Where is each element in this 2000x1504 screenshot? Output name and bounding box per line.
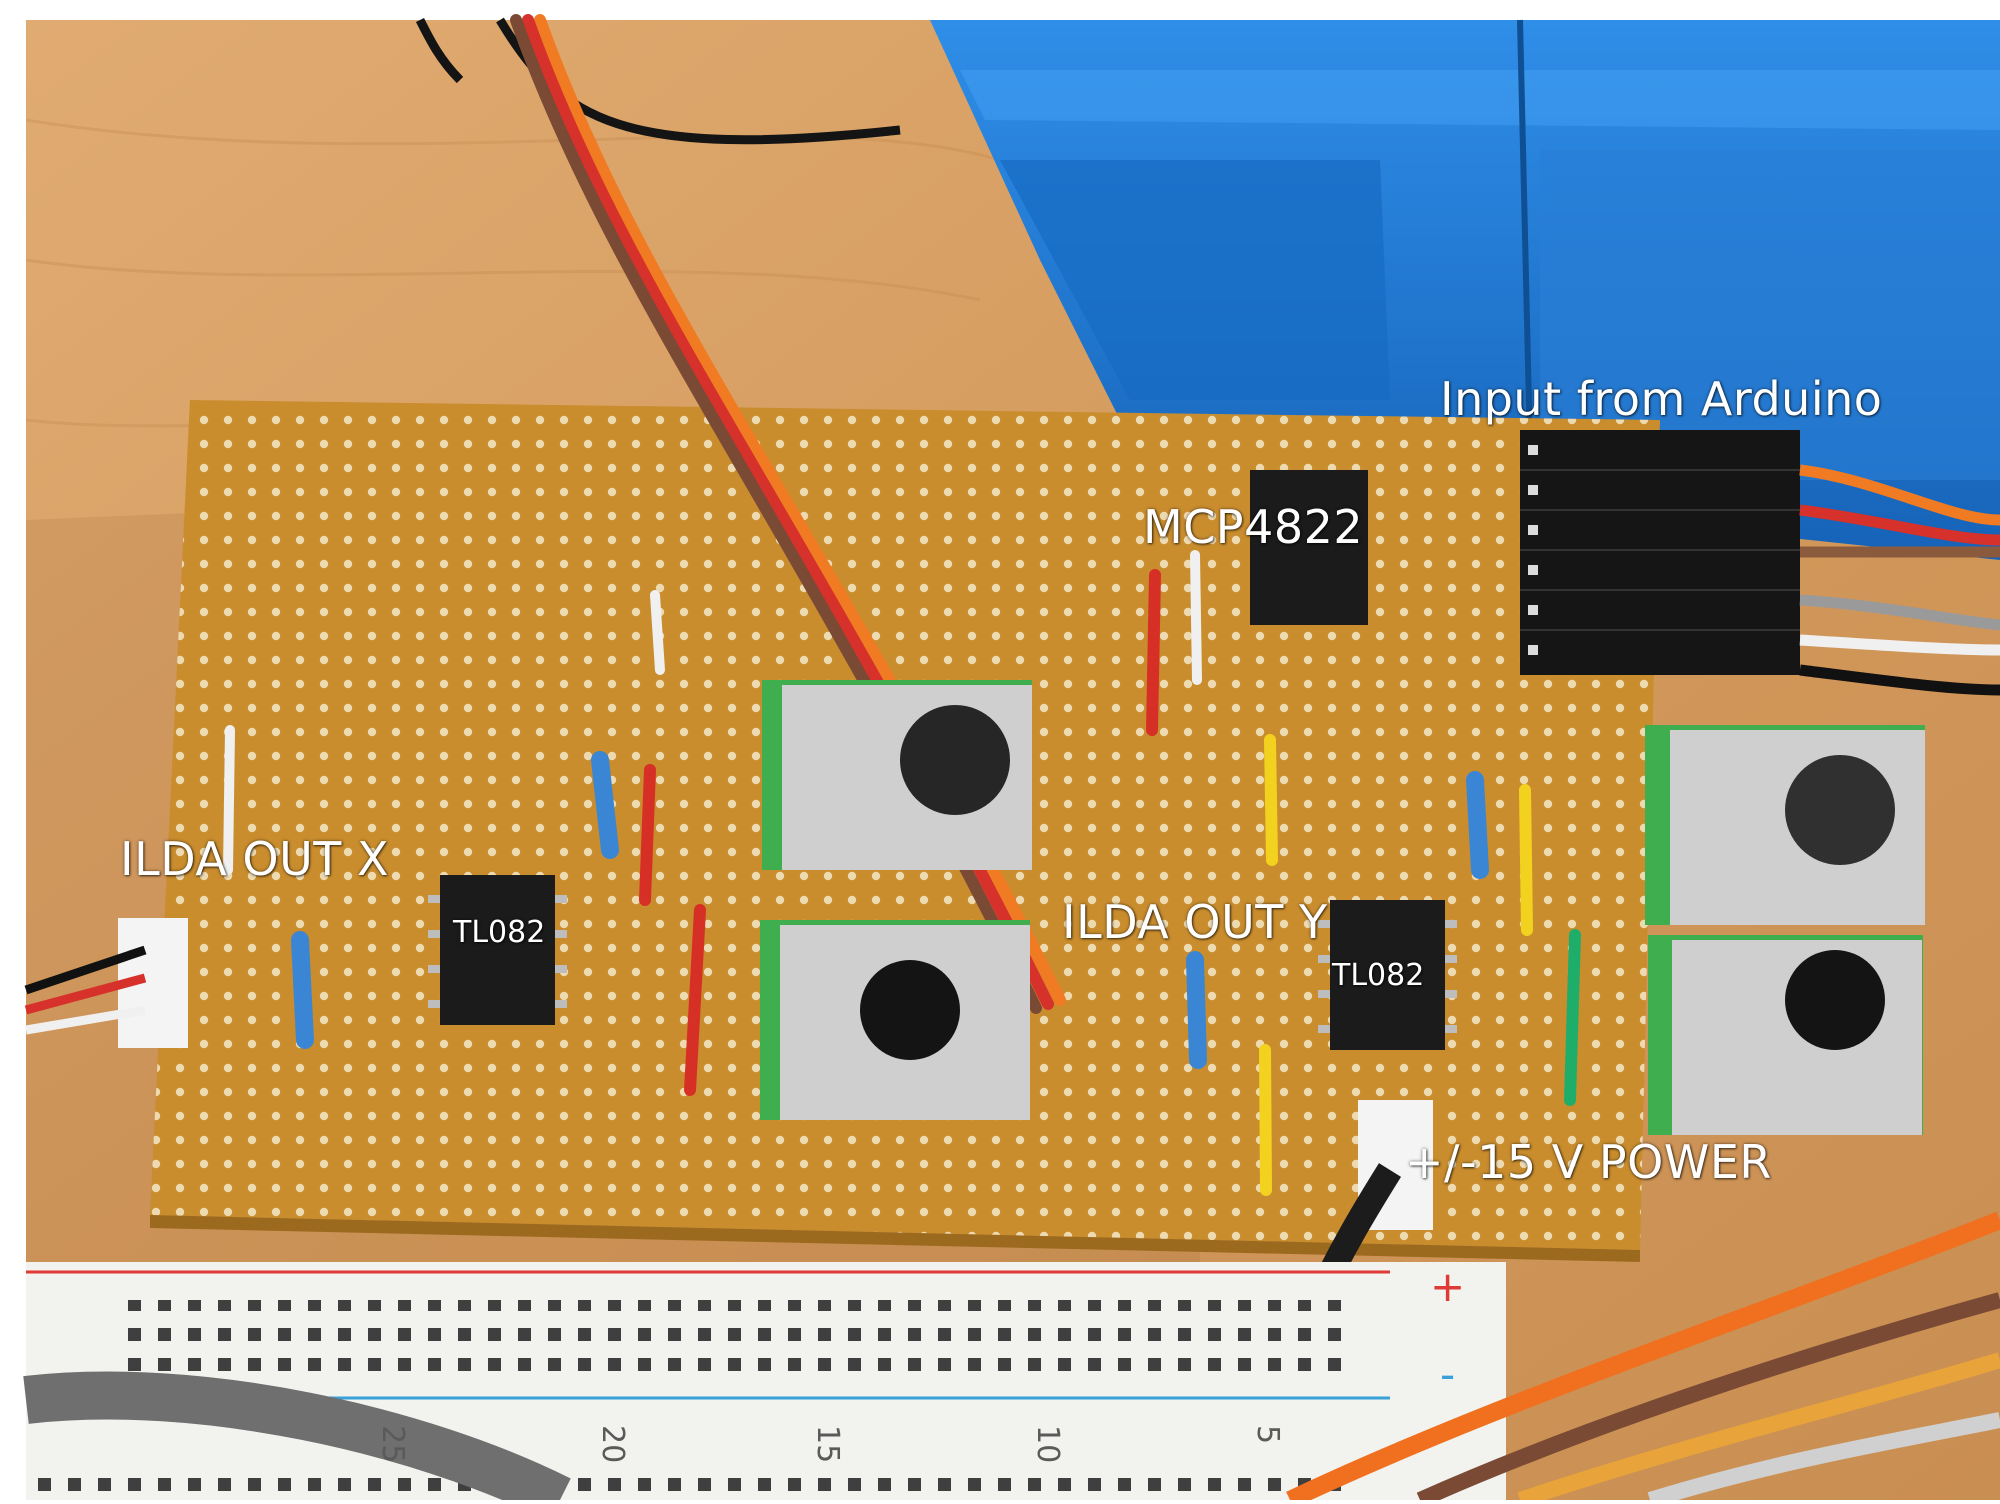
- blue-box: [930, 19, 2000, 560]
- label-power: +/-15 V POWER: [1405, 1135, 1772, 1189]
- label-input-from-arduino: Input from Arduino: [1440, 372, 1883, 426]
- mcp4822-chip: [1250, 470, 1368, 625]
- label-tl082-left: TL082: [453, 915, 546, 950]
- breadboard-number: 20: [595, 1425, 630, 1464]
- potentiometers: [760, 680, 1925, 1135]
- tl082-chip-right: [1330, 900, 1445, 1050]
- breadboard-minus-mark: -: [1440, 1350, 1456, 1399]
- breadboard-number: 10: [1030, 1425, 1065, 1464]
- label-mcp4822: MCP4822: [1143, 500, 1364, 554]
- header-connector: [1520, 430, 2000, 696]
- label-tl082-right: TL082: [1332, 958, 1425, 993]
- breadboard-number: 25: [375, 1425, 410, 1464]
- label-ilda-out-x: ILDA OUT X: [120, 832, 390, 886]
- label-ilda-out-y: ILDA OUT Y: [1062, 895, 1328, 949]
- ilda-x-connector: [24, 918, 188, 1048]
- tl082-chip-left: [440, 875, 555, 1025]
- breadboard: [26, 1262, 1506, 1500]
- breadboard-plus-mark: +: [1430, 1262, 1466, 1311]
- breadboard-number: 5: [1250, 1425, 1285, 1445]
- breadboard-number: 15: [810, 1425, 845, 1464]
